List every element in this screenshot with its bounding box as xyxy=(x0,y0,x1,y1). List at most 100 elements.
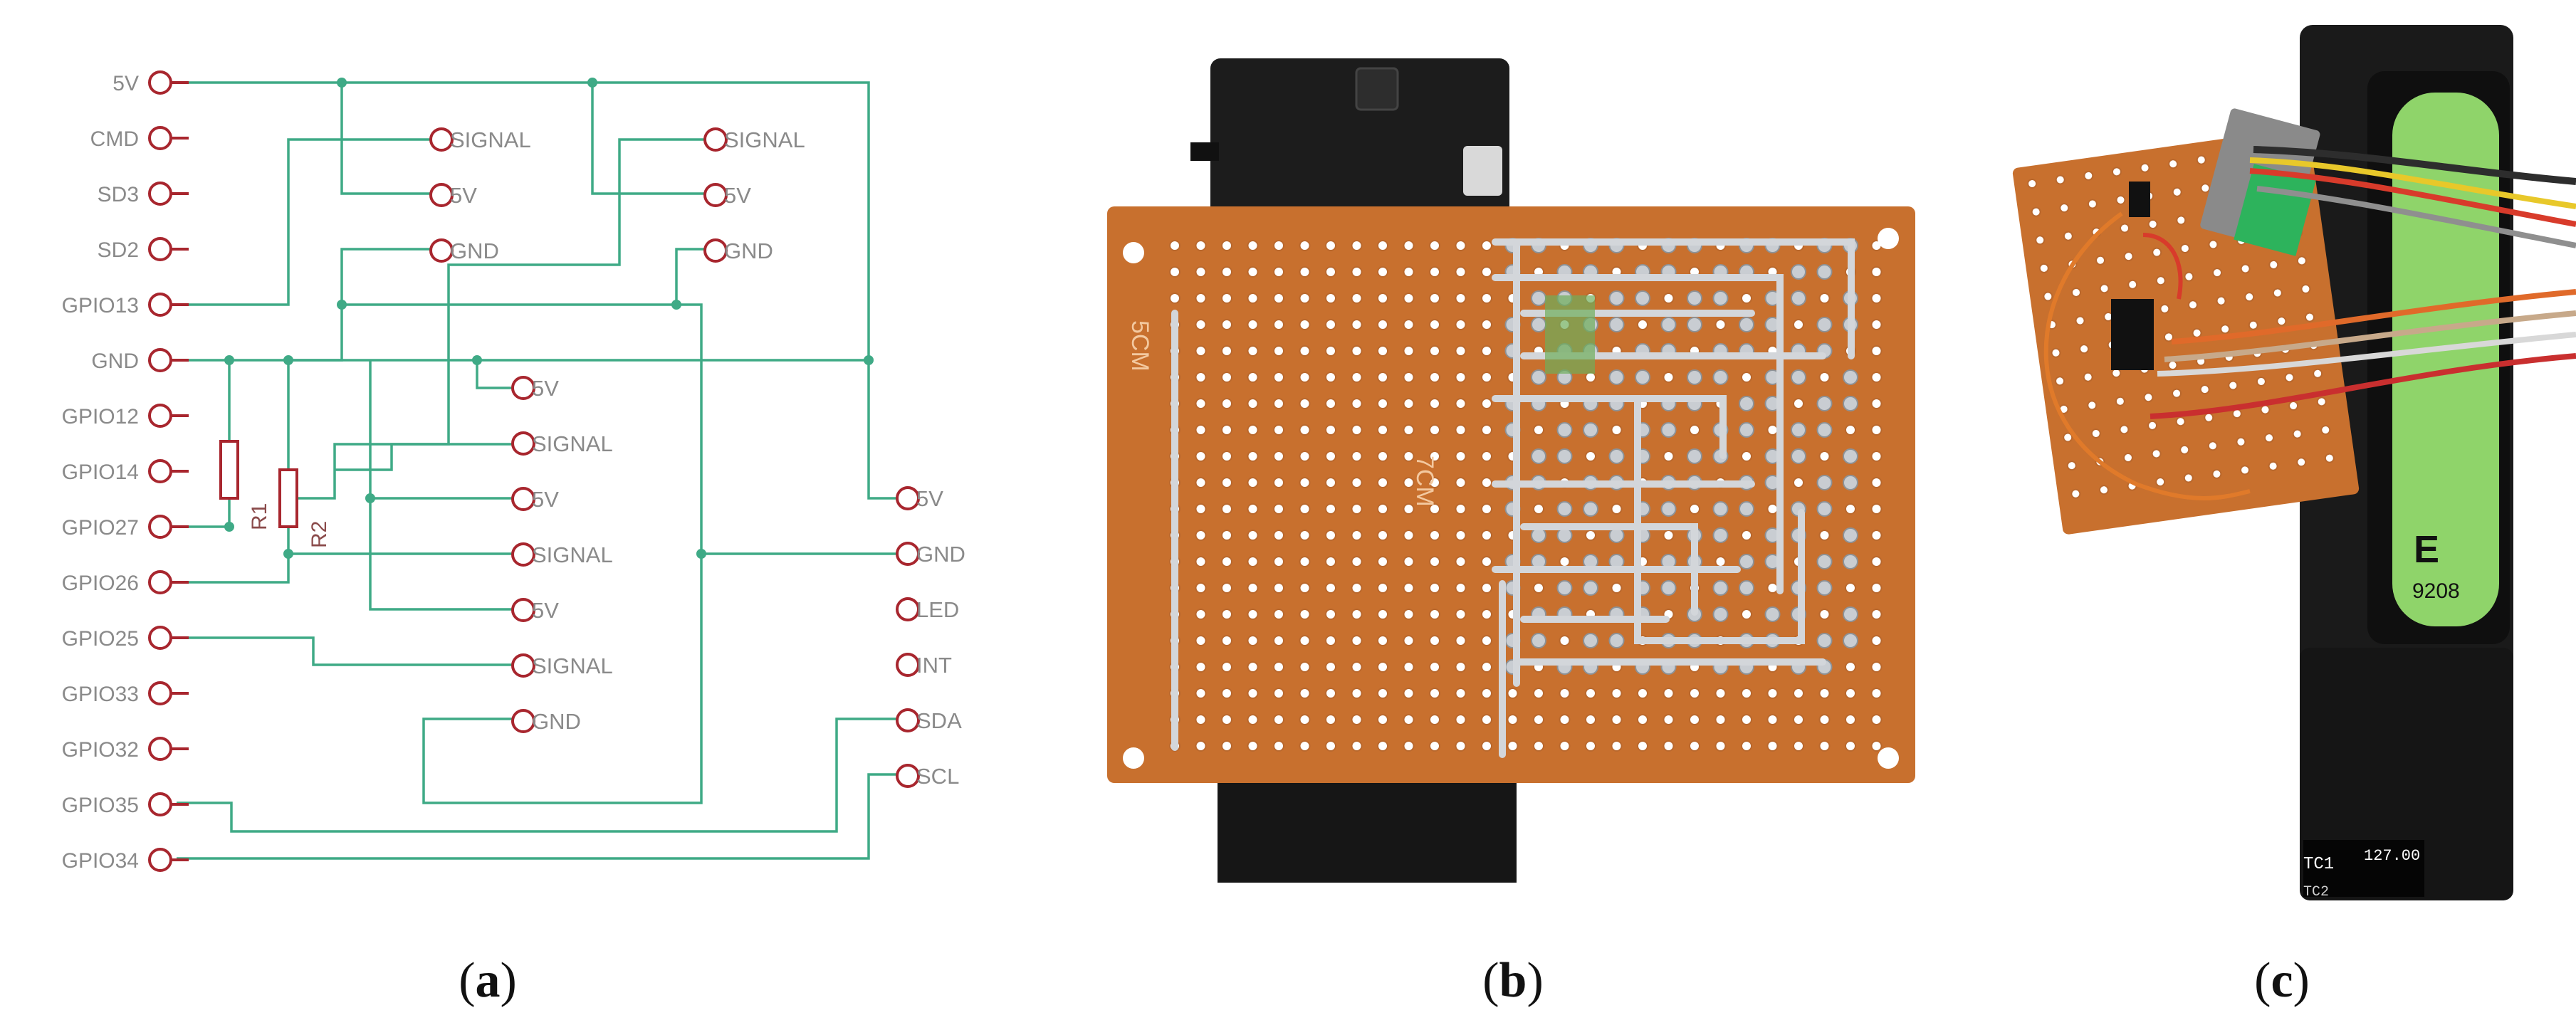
pin-terminal xyxy=(148,737,172,761)
perfboard-hole xyxy=(2066,461,2077,471)
solder-joint xyxy=(1712,290,1729,306)
perfboard-hole xyxy=(1195,266,1207,278)
pin-terminal xyxy=(896,542,920,566)
perfboard-hole xyxy=(1818,714,1831,725)
perfboard-hole xyxy=(1481,661,1492,673)
perfboard-hole xyxy=(1273,372,1284,383)
perfboard-hole xyxy=(1247,372,1259,383)
middle-pin: SIGNAL xyxy=(511,431,613,456)
solder-joint xyxy=(1583,422,1598,438)
perfboard-hole xyxy=(1455,740,1467,752)
perfboard-hole xyxy=(1377,345,1388,357)
perfboard-hole xyxy=(1870,451,1883,462)
perfboard-hole xyxy=(1403,345,1415,357)
right-pin-label: SDA xyxy=(916,708,962,733)
left-pin: 5V xyxy=(112,70,189,95)
perfboard-hole xyxy=(1481,609,1492,620)
solder-joint xyxy=(1739,501,1754,517)
right-pin: SCL xyxy=(896,764,959,789)
junction-dot xyxy=(224,522,234,532)
perfboard-hole xyxy=(1351,398,1363,409)
perfboard-hole xyxy=(1818,740,1831,752)
solder-joint xyxy=(1608,369,1625,385)
perfboard-hole xyxy=(1403,424,1415,436)
solder-joint xyxy=(1843,554,1858,569)
wire-gpio25-signal xyxy=(177,636,513,666)
sensor1-pin: GND xyxy=(429,238,499,263)
sensor2-pin-label: SIGNAL xyxy=(724,127,805,152)
perfboard-hole xyxy=(1559,688,1571,699)
perfboard-hole xyxy=(1195,688,1207,699)
perfboard-hole xyxy=(2027,179,2038,189)
left-pin: GPIO35 xyxy=(62,792,189,817)
perfboard-hole xyxy=(1870,477,1883,488)
pin-terminal xyxy=(148,348,172,372)
perfboard-hole xyxy=(1325,609,1336,620)
perfboard-hole xyxy=(1377,530,1388,541)
perfboard-hole xyxy=(1689,424,1700,436)
perfboard-hole xyxy=(2228,380,2239,391)
perfboard-hole xyxy=(1585,451,1596,462)
solder-joint xyxy=(1608,633,1625,648)
left-pin: GND xyxy=(91,348,189,373)
mount-hole xyxy=(1878,228,1899,249)
perfboard-hole xyxy=(1481,266,1492,278)
perfboard-hole xyxy=(2172,388,2182,399)
solder-joint xyxy=(1843,448,1858,464)
solder-joint xyxy=(1608,448,1625,464)
perfboard-hole xyxy=(1325,240,1336,251)
perfboard-hole xyxy=(1221,451,1232,462)
perfboard-hole xyxy=(1481,582,1492,594)
perfboard-hole xyxy=(1403,451,1415,462)
usb-connector xyxy=(1463,146,1502,196)
left-pin-label: 5V xyxy=(112,72,139,95)
solder-joint xyxy=(1660,317,1677,332)
middle-pin: SIGNAL xyxy=(511,542,613,567)
perfboard-hole xyxy=(1455,266,1467,278)
perfboard-hole xyxy=(1325,424,1336,436)
perfboard-hole xyxy=(1429,582,1440,594)
perfboard-hole xyxy=(1351,556,1363,567)
perfboard-hole xyxy=(2115,194,2126,205)
perfboard-hole xyxy=(2119,424,2130,435)
perfboard-hole xyxy=(1429,688,1440,699)
perfboard-hole xyxy=(1793,714,1804,725)
perfboard-hole xyxy=(2111,167,2122,177)
perfboard-hole xyxy=(2179,243,2190,254)
solder-joint xyxy=(1739,317,1754,332)
perfboard-hole xyxy=(1377,609,1388,620)
perfboard-hole xyxy=(1585,372,1596,383)
solder-joint xyxy=(1583,501,1598,517)
solder-joint xyxy=(1739,396,1754,411)
perfboard-hole xyxy=(1714,556,1727,567)
perfboard-hole xyxy=(2324,453,2335,463)
perfboard-hole xyxy=(2031,206,2041,217)
junction-dot xyxy=(671,300,681,310)
perfboard-hole xyxy=(1403,661,1415,673)
perfboard-hole xyxy=(1585,740,1596,752)
perfboard-hole xyxy=(1559,556,1571,567)
perfboard-hole xyxy=(1169,266,1180,278)
perfboard-hole xyxy=(1870,372,1883,383)
perfboard-hole xyxy=(1351,661,1363,673)
perfboard-hole xyxy=(1325,661,1336,673)
perfboard-hole xyxy=(1611,582,1623,594)
junction-dot xyxy=(472,355,482,365)
perfboard-hole xyxy=(1455,293,1467,304)
perfboard-hole xyxy=(1325,477,1336,488)
left-pin: GPIO25 xyxy=(62,626,189,651)
perfboard-hole xyxy=(1845,688,1856,699)
perfboard-hole xyxy=(1221,635,1232,646)
perfboard-hole xyxy=(2200,183,2211,194)
perfboard-hole xyxy=(1403,556,1415,567)
perfboard-hole xyxy=(2151,448,2162,459)
perfboard-hole xyxy=(2070,488,2081,499)
solder-joint xyxy=(1712,501,1729,517)
perfboard-hole xyxy=(1870,740,1883,752)
perfboard-hole xyxy=(2090,428,2101,438)
perfboard-hole xyxy=(1377,293,1388,304)
schematic-wires xyxy=(177,78,897,860)
inductor xyxy=(1355,67,1399,111)
left-pin: GPIO26 xyxy=(62,570,189,595)
perfboard-hole xyxy=(1325,530,1336,541)
